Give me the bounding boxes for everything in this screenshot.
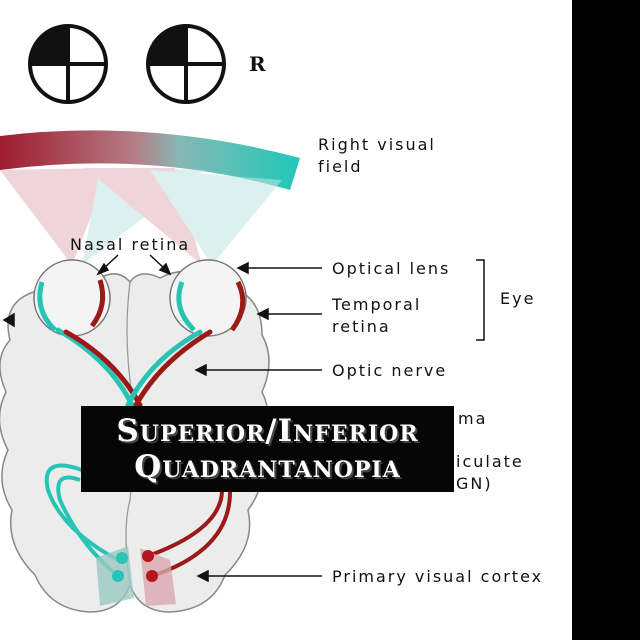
temporal-retina-label-1: Temporal [331, 295, 421, 314]
light-cones [0, 168, 282, 265]
right-visual-field-label-2: field [318, 157, 363, 176]
geniculate-label-2: GN) [456, 474, 493, 493]
visual-cortex [96, 546, 176, 606]
nasal-retina-label: Nasal retina [70, 235, 190, 254]
right-visual-field-label-1: Right visual [318, 135, 436, 154]
pointer-arrows [2, 254, 322, 583]
title-overlay: Superior/Inferior Quadrantanopia [81, 406, 454, 492]
left-eye [33, 259, 111, 337]
optic-nerve-label: Optic nerve [332, 361, 447, 380]
right-eye [169, 259, 247, 337]
title-line-2: Quadrantanopia [134, 449, 401, 485]
visual-field-arc [0, 130, 300, 190]
optical-lens-label: Optical lens [332, 259, 450, 278]
right-eye-field-icon [146, 24, 226, 104]
side-marker-r: R [249, 52, 266, 76]
optic-nerves [55, 327, 213, 408]
right-black-bar [572, 0, 640, 640]
chiasma-label: ma [458, 409, 487, 428]
eye-bracket [476, 259, 485, 341]
left-eye-field-icon [28, 24, 108, 104]
geniculate-label-1: iculate [456, 452, 524, 471]
temporal-retina-label-2: retina [332, 317, 391, 336]
primary-visual-cortex-label: Primary visual cortex [332, 567, 543, 586]
eye-label: Eye [500, 289, 535, 308]
title-line-1: Superior/Inferior [116, 413, 419, 449]
